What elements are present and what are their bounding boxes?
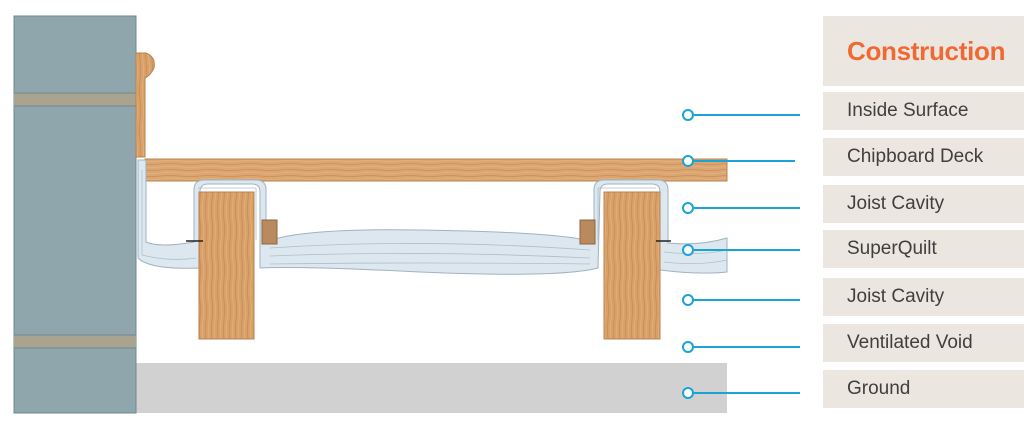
leader-dot-chipboard-deck: [682, 155, 694, 167]
leader-dot-ventilated-void: [682, 341, 694, 353]
batten-left: [261, 219, 278, 245]
label-joist-cavity-2: Joist Cavity: [823, 278, 1024, 316]
label-ground: Ground: [823, 370, 1024, 408]
panel-title: Construction: [847, 35, 1006, 66]
leader-dot-superquilt: [682, 244, 694, 256]
superquilt-insulation: [137, 159, 728, 275]
leader-lines: [682, 109, 800, 399]
ground-slab: [136, 363, 727, 413]
leader-dot-joist-cavity: [682, 202, 694, 214]
leader-dot-ground: [682, 387, 694, 399]
panel-title-box: Construction: [823, 16, 1024, 86]
mortar-joint: [14, 93, 136, 106]
label-chipboard-deck: Chipboard Deck: [823, 138, 1024, 176]
label-ventilated-void: Ventilated Void: [823, 324, 1024, 362]
chipboard-deck: [144, 158, 728, 182]
leader-dot-joist-cavity-2: [682, 294, 694, 306]
mortar-joint: [14, 335, 136, 348]
skirting-board: [135, 52, 155, 158]
label-joist-cavity: Joist Cavity: [823, 185, 1024, 223]
brick-wall: [13, 15, 137, 414]
batten-right: [579, 219, 596, 245]
label-inside-surface: Inside Surface: [823, 92, 1024, 130]
label-superquilt: SuperQuilt: [823, 230, 1024, 268]
joist-right: [603, 191, 661, 340]
joist-left: [198, 191, 255, 340]
leader-dot-inside-surface: [682, 109, 694, 121]
